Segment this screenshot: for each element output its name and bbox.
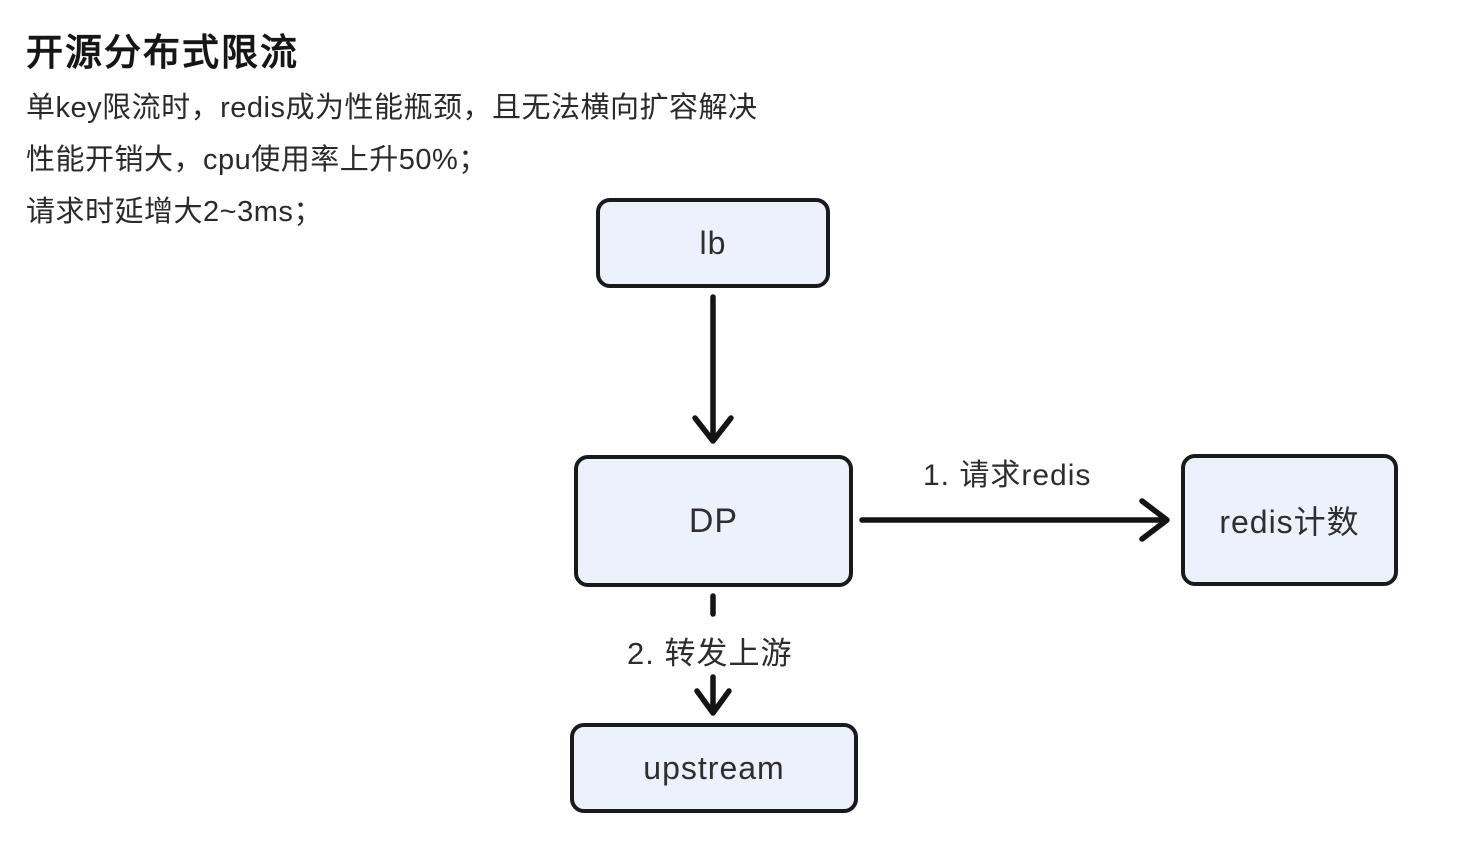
- description-line-2: 性能开销大，cpu使用率上升50%；: [26, 144, 488, 176]
- page-title: 开源分布式限流: [26, 32, 299, 73]
- node-dp: DP: [574, 455, 853, 587]
- node-lb: lb: [596, 198, 830, 288]
- description-line-1: 单key限流时，redis成为性能瓶颈，且无法横向扩容解决: [26, 92, 758, 124]
- edge-label-forward-upstream: 2. 转发上游: [627, 636, 793, 671]
- arrow-lb-to-dp: [692, 294, 734, 444]
- node-upstream: upstream: [570, 723, 858, 813]
- arrow-dp-to-redis: [859, 498, 1170, 542]
- description-block: 单key限流时，redis成为性能瓶颈，且无法横向扩容解决 性能开销大，cpu使…: [26, 82, 758, 238]
- edge-label-request-redis: 1. 请求redis: [923, 459, 1092, 492]
- node-redis-counter: redis计数: [1181, 454, 1398, 586]
- description-line-3: 请求时延增大2~3ms；: [26, 196, 323, 228]
